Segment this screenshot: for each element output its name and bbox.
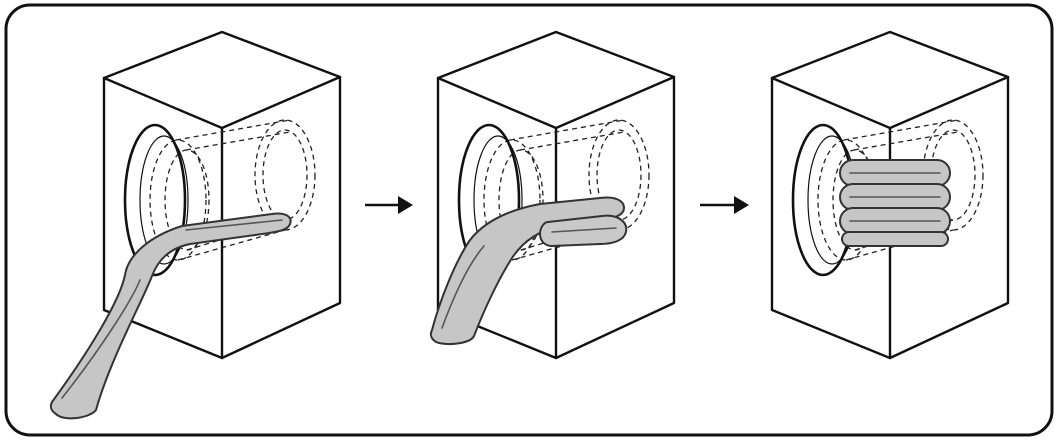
cloth-item-2 — [429, 196, 628, 345]
arrow-right-1 — [365, 196, 413, 214]
step-2-panel — [429, 30, 676, 360]
machine-cabinet-1 — [102, 30, 342, 360]
step-1-panel — [49, 30, 342, 420]
step-3-panel — [770, 30, 1010, 360]
cloth-item-1 — [49, 212, 292, 420]
door-ring-1 — [123, 123, 189, 277]
folded-stack — [839, 159, 951, 247]
arrow-right-2 — [700, 196, 749, 214]
